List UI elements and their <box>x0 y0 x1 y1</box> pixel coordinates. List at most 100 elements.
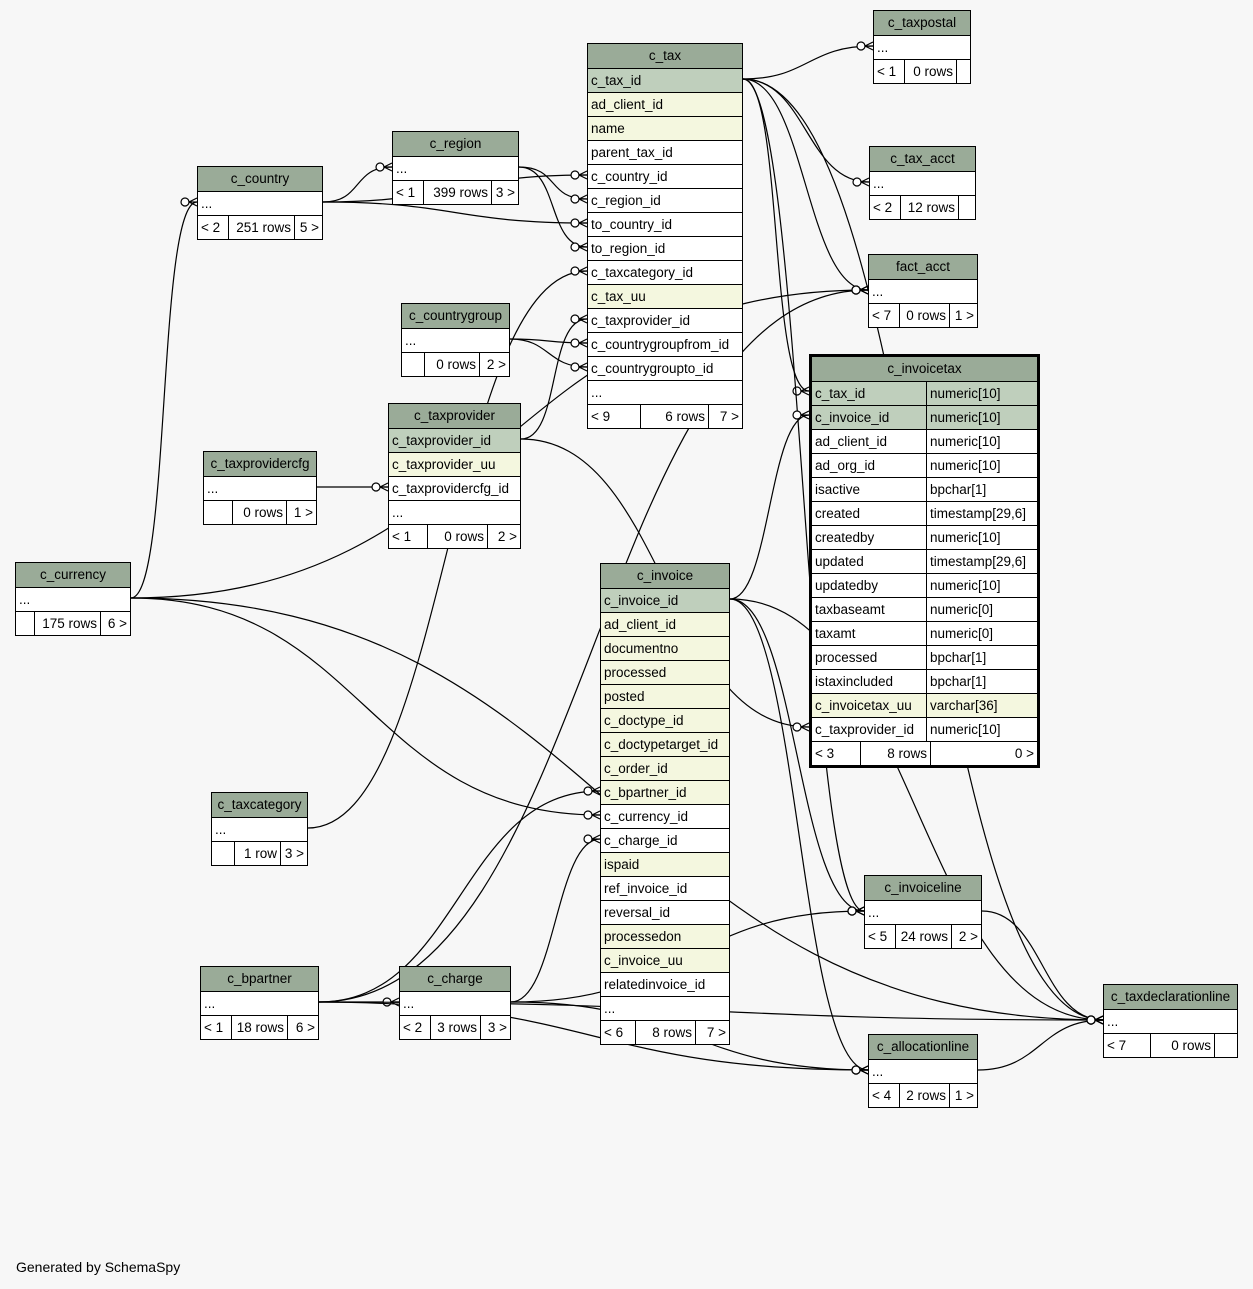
parents-link[interactable]: < 1 <box>392 529 412 544</box>
column-row[interactable]: c_taxprovidercfg_id <box>389 476 520 500</box>
column-row[interactable]: c_countrygroupfrom_id <box>588 332 742 356</box>
column-row[interactable]: c_invoice_uu <box>601 948 729 972</box>
children-link[interactable]: 3 > <box>280 842 307 865</box>
column-row[interactable]: c_doctype_id <box>601 708 729 732</box>
parents-link[interactable]: < 1 <box>396 185 416 200</box>
column-row[interactable]: ... <box>198 191 322 215</box>
column-row[interactable]: c_taxcategory_id <box>588 260 742 284</box>
table-title[interactable]: c_taxdeclarationline <box>1104 985 1237 1009</box>
column-row[interactable]: ... <box>869 279 977 303</box>
children-link[interactable]: 7 > <box>708 405 742 428</box>
column-row[interactable]: c_taxprovider_uu <box>389 452 520 476</box>
children-link[interactable]: 3 > <box>480 1016 510 1039</box>
column-row[interactable]: c_tax_uu <box>588 284 742 308</box>
column-row[interactable]: to_region_id <box>588 236 742 260</box>
parents-link[interactable] <box>204 501 232 524</box>
column-row[interactable]: reversal_id <box>601 900 729 924</box>
column-row[interactable]: documentno <box>601 636 729 660</box>
parents-link[interactable]: < 7 <box>872 308 892 323</box>
parents-link[interactable] <box>402 353 424 376</box>
column-row[interactable]: c_order_id <box>601 756 729 780</box>
table-title[interactable]: c_allocationline <box>869 1035 977 1059</box>
parents-link[interactable]: < 7 <box>1107 1038 1127 1053</box>
table-title[interactable]: c_countrygroup <box>402 304 509 328</box>
parents-link[interactable]: < 4 <box>872 1088 892 1103</box>
table-title[interactable]: c_invoice <box>601 564 729 588</box>
column-row[interactable]: ref_invoice_id <box>601 876 729 900</box>
column-row[interactable]: c_currency_id <box>601 804 729 828</box>
column-row[interactable]: ... <box>400 991 510 1015</box>
parents-link[interactable]: < 2 <box>201 220 221 235</box>
column-row[interactable]: c_charge_id <box>601 828 729 852</box>
table-title[interactable]: c_tax <box>588 44 742 68</box>
children-link[interactable]: 1 > <box>949 1084 977 1107</box>
parents-link[interactable]: < 3 <box>815 746 835 761</box>
column-row[interactable]: c_taxprovider_id <box>389 428 520 452</box>
table-title[interactable]: fact_acct <box>869 255 977 279</box>
children-link[interactable]: 6 > <box>100 612 130 635</box>
table-title[interactable]: c_invoiceline <box>865 876 981 900</box>
table-title[interactable]: c_taxprovider <box>389 404 520 428</box>
column-row[interactable]: c_bpartner_id <box>601 780 729 804</box>
column-row[interactable]: to_country_id <box>588 212 742 236</box>
column-row[interactable]: ... <box>393 156 518 180</box>
column-row[interactable]: ... <box>204 476 316 500</box>
table-title[interactable]: c_charge <box>400 967 510 991</box>
table-title[interactable]: c_bpartner <box>201 967 318 991</box>
children-link[interactable] <box>958 196 975 219</box>
children-link[interactable]: 7 > <box>695 1021 729 1044</box>
table-title[interactable]: c_tax_acct <box>870 147 975 171</box>
column-row[interactable]: ... <box>16 587 130 611</box>
column-row[interactable]: ad_client_id <box>601 612 729 636</box>
children-link[interactable] <box>1214 1034 1237 1057</box>
column-row[interactable]: ad_client_id <box>588 92 742 116</box>
table-title[interactable]: c_invoicetax <box>812 357 1037 381</box>
parents-link[interactable]: < 1 <box>204 1020 224 1035</box>
column-row[interactable]: ... <box>865 900 981 924</box>
column-row[interactable]: c_countrygroupto_id <box>588 356 742 380</box>
table-title[interactable]: c_taxcategory <box>212 793 307 817</box>
column-row[interactable]: ... <box>870 171 975 195</box>
children-link[interactable]: 5 > <box>294 216 322 239</box>
children-link[interactable] <box>956 60 970 83</box>
column-row[interactable]: ... <box>389 500 520 524</box>
children-link[interactable]: 0 > <box>930 742 1037 765</box>
table-title[interactable]: c_region <box>393 132 518 156</box>
table-title[interactable]: c_taxpostal <box>874 11 970 35</box>
column-row[interactable]: name <box>588 116 742 140</box>
column-row[interactable]: c_region_id <box>588 188 742 212</box>
column-row[interactable]: c_country_id <box>588 164 742 188</box>
column-row[interactable]: c_doctypetarget_id <box>601 732 729 756</box>
children-link[interactable]: 2 > <box>487 525 520 548</box>
column-row[interactable]: ispaid <box>601 852 729 876</box>
parents-link[interactable] <box>16 612 34 635</box>
parents-link[interactable]: < 2 <box>873 200 893 215</box>
